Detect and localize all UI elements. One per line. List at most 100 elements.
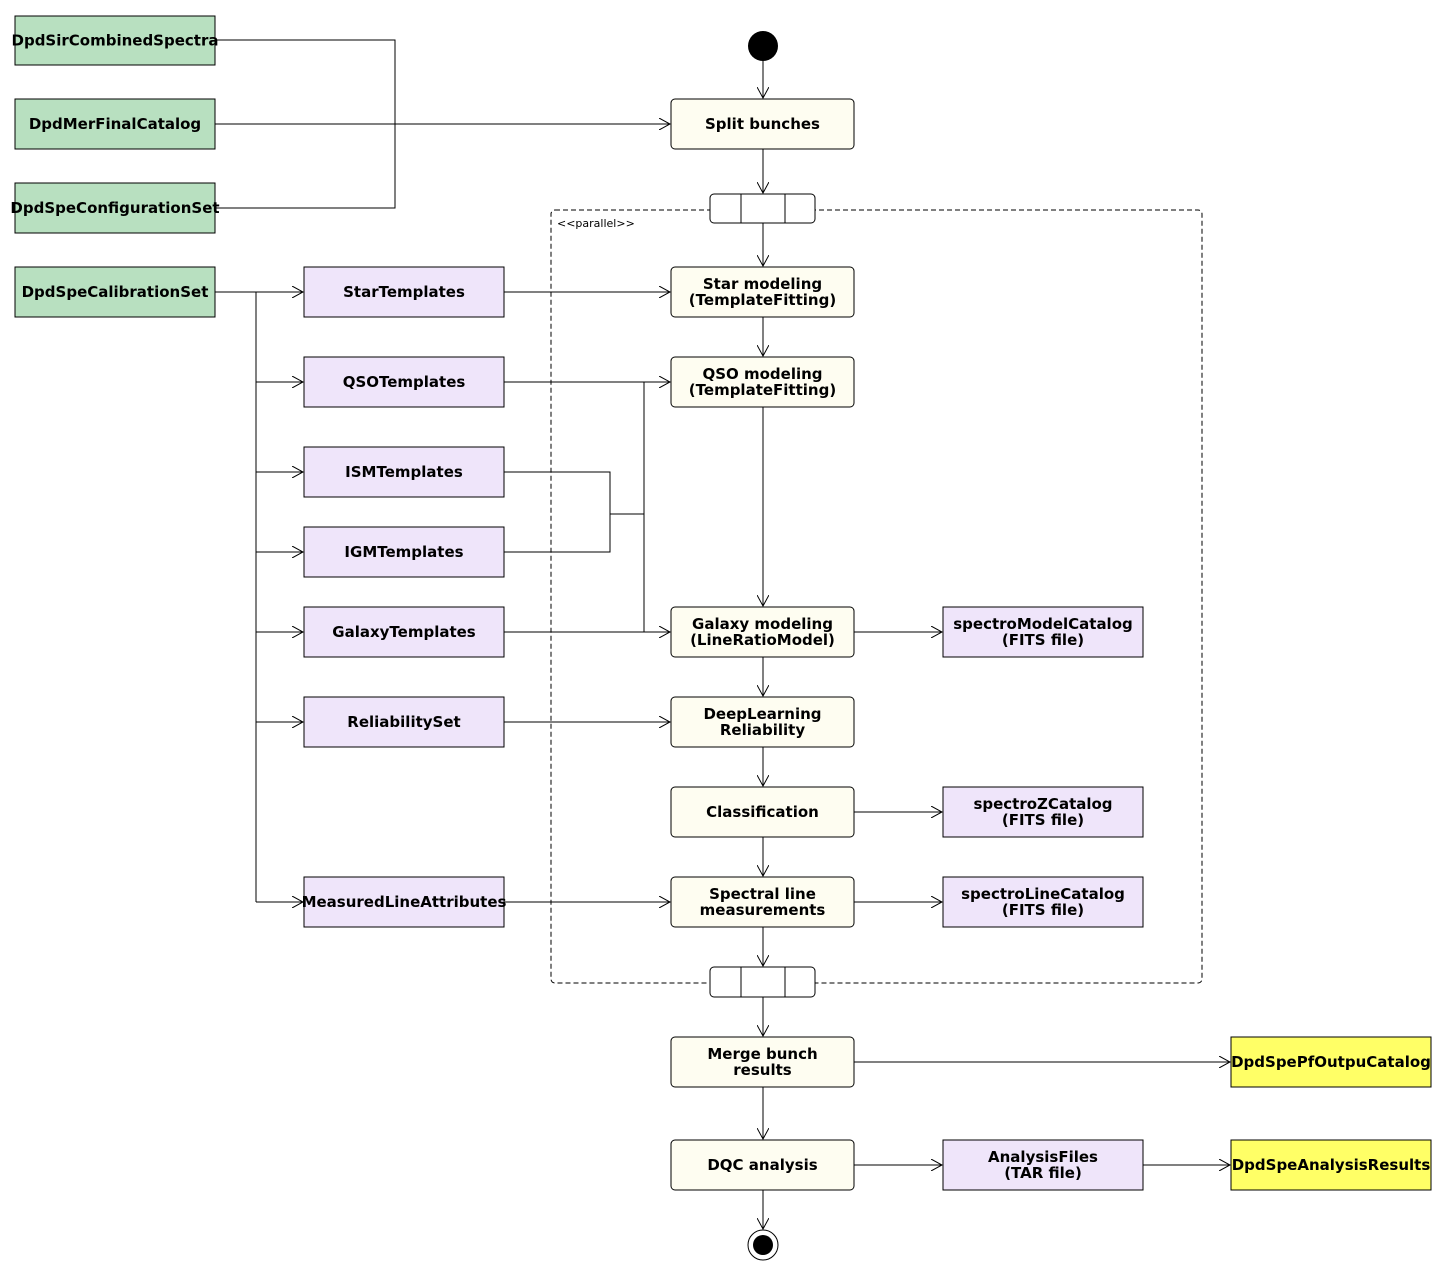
step-qso-modeling-label-1: QSO modeling [702,365,822,383]
node-spectro-line-catalog: spectroLineCatalog(FITS file) [942,876,1144,928]
step-dqc-analysis-label: DQC analysis [707,1156,817,1174]
node-dpd-spe-pf-output-catalog: DpdSpePfOutpuCatalog [1230,1036,1432,1088]
node-spectro-z-catalog-label-2: (FITS file) [1002,811,1084,829]
node-qso-templates-box [303,356,505,408]
node-dpd-spe-analysis-results: DpdSpeAnalysisResults [1230,1139,1432,1191]
node-measured-line-attributes: MeasuredLineAttributes [302,876,507,928]
step-split-bunches: Split bunches [670,98,855,150]
step-spectral-line-measurements-label-2: measurements [700,901,826,919]
node-spectro-model-catalog: spectroModelCatalog(FITS file) [942,606,1144,658]
node-dpd-spe-calibration-set-box [14,266,216,318]
node-analysis-files: AnalysisFiles(TAR file) [942,1139,1144,1191]
step-deep-learning-reliability-label-1: DeepLearning [703,705,821,723]
node-dpd-mer-final-catalog-label: DpdMerFinalCatalog [29,115,201,133]
node-igm-templates-label: IGMTemplates [344,543,463,561]
node-spectro-model-catalog-label-1: spectroModelCatalog [953,615,1133,633]
step-qso-modeling: QSO modeling(TemplateFitting) [670,356,855,408]
node-dpd-spe-configuration-set-label: DpdSpeConfigurationSet [10,199,219,217]
node-ism-templates-label: ISMTemplates [345,463,463,481]
node-analysis-files-label-1: AnalysisFiles [988,1148,1098,1166]
parallel-label: <<parallel>> [557,217,635,230]
step-split-bunches-label: Split bunches [705,115,820,133]
step-spectral-line-measurements-label-1: Spectral line [709,885,816,903]
node-dpd-spe-analysis-results-box [1230,1139,1432,1191]
node-reliability-set-box [303,696,505,748]
step-star-modeling-box [670,266,855,318]
edge-config-set [215,124,396,209]
node-qso-templates-label: QSOTemplates [343,373,466,391]
node-measured-line-attributes-box [303,876,505,928]
node-spectro-model-catalog-label-2: (FITS file) [1002,631,1084,649]
final-node-dot [753,1235,773,1255]
step-galaxy-modeling-label-1: Galaxy modeling [692,615,833,633]
step-merge-bunch-results-box [670,1036,855,1088]
node-spectro-model-catalog-box [942,606,1144,658]
node-dpd-spe-pf-output-catalog-label: DpdSpePfOutpuCatalog [1231,1053,1431,1071]
node-dpd-spe-configuration-set: DpdSpeConfigurationSet [10,182,220,234]
node-spectro-line-catalog-label-2: (FITS file) [1002,901,1084,919]
edge-ism-branch [504,471,611,553]
node-galaxy-templates: GalaxyTemplates [303,606,505,658]
node-star-templates: StarTemplates [303,266,505,318]
node-dpd-spe-analysis-results-label: DpdSpeAnalysisResults [1232,1156,1431,1174]
node-ism-templates-box [303,446,505,498]
node-dpd-sir-combined-spectra: DpdSirCombinedSpectra [12,15,219,66]
node-galaxy-templates-box [303,606,505,658]
step-galaxy-modeling-label-2: (LineRatioModel) [690,631,835,649]
step-galaxy-modeling: Galaxy modeling(LineRatioModel) [670,606,855,658]
step-merge-bunch-results-label-2: results [733,1061,791,1079]
step-star-modeling: Star modeling(TemplateFitting) [670,266,855,318]
step-dqc-analysis: DQC analysis [670,1139,855,1191]
initial-node [748,31,778,61]
step-classification-label: Classification [706,803,819,821]
node-ism-templates: ISMTemplates [303,446,505,498]
node-dpd-sir-combined-spectra-label: DpdSirCombinedSpectra [12,32,219,50]
step-deep-learning-reliability-box [670,696,855,748]
node-spectro-line-catalog-box [942,876,1144,928]
step-galaxy-modeling-box [670,606,855,658]
node-dpd-spe-configuration-set-box [14,182,216,234]
step-merge-bunch-results-label-1: Merge bunch [707,1045,817,1063]
node-spectro-z-catalog-label-1: spectroZCatalog [973,795,1112,813]
node-dpd-sir-combined-spectra-box [14,15,216,66]
step-spectral-line-measurements-box [670,876,855,928]
node-igm-templates-box [303,526,505,578]
step-classification: Classification [670,786,855,838]
step-classification-box [670,786,855,838]
node-spectro-z-catalog-box [942,786,1144,838]
step-qso-modeling-label-2: (TemplateFitting) [689,381,836,399]
node-spectro-line-catalog-label-1: spectroLineCatalog [961,885,1125,903]
step-dqc-analysis-box [670,1139,855,1191]
step-qso-modeling-box [670,356,855,408]
node-star-templates-box [303,266,505,318]
node-spectro-z-catalog: spectroZCatalog(FITS file) [942,786,1144,838]
join-node [709,966,816,998]
node-reliability-set-label: ReliabilitySet [347,713,460,731]
node-measured-line-attributes-label: MeasuredLineAttributes [302,893,507,911]
node-star-templates-label: StarTemplates [343,283,465,301]
node-galaxy-templates-label: GalaxyTemplates [332,623,476,641]
edge-sir-combined [215,39,396,124]
step-star-modeling-label-1: Star modeling [703,275,822,293]
node-igm-templates: IGMTemplates [303,526,505,578]
parallel-region [550,209,1203,984]
step-split-bunches-box [670,98,855,150]
node-dpd-mer-final-catalog: DpdMerFinalCatalog [14,98,216,150]
edges [215,39,1230,1229]
node-dpd-mer-final-catalog-box [14,98,216,150]
step-deep-learning-reliability-label-2: Reliability [720,721,805,739]
fork-node [709,193,816,224]
node-reliability-set: ReliabilitySet [303,696,505,748]
node-analysis-files-label-2: (TAR file) [1004,1164,1082,1182]
node-analysis-files-box [942,1139,1144,1191]
edge-calib-trunk [215,291,257,902]
node-dpd-spe-pf-output-catalog-box [1230,1036,1432,1088]
node-dpd-spe-calibration-set: DpdSpeCalibrationSet [14,266,216,318]
node-dpd-spe-calibration-set-label: DpdSpeCalibrationSet [22,283,209,301]
node-qso-templates: QSOTemplates [303,356,505,408]
step-star-modeling-label-2: (TemplateFitting) [689,291,836,309]
